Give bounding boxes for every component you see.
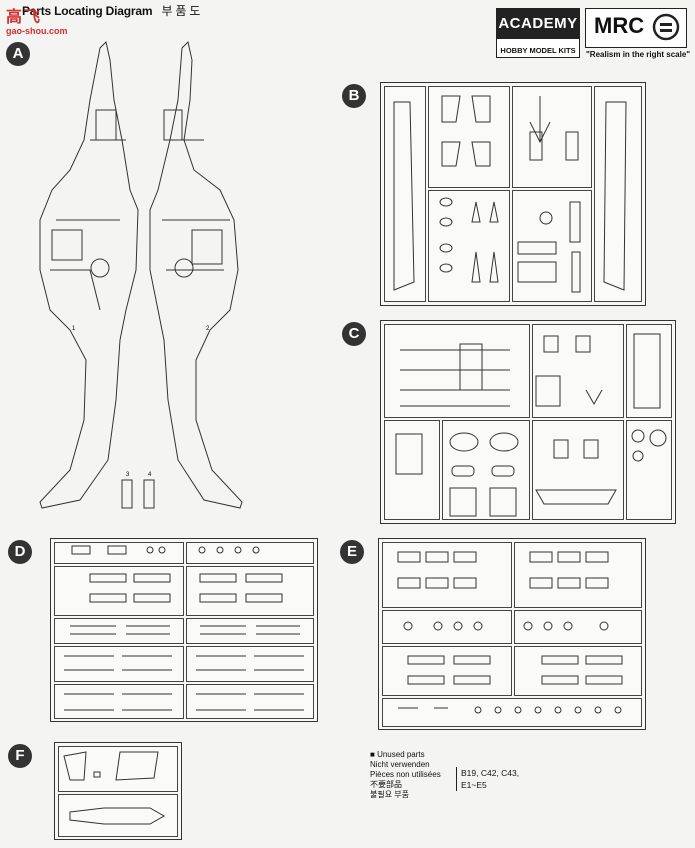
page-title: Parts Locating Diagram 부 품 도 — [22, 2, 200, 19]
sprue-d-cell-6 — [186, 618, 314, 644]
sprue-b-cell-4 — [512, 190, 592, 302]
unused-parts-list: B19, C42, C43, E1~E5 — [456, 767, 519, 791]
part-label-4: 4 — [148, 472, 152, 478]
watermark-url: gao-shou.com — [6, 26, 68, 36]
sprue-b-cell-blade-left — [384, 86, 426, 302]
sprue-e-cell-4 — [514, 610, 642, 644]
sprue-b-parts — [393, 95, 627, 293]
unused-parts-list-line2: E1~E5 — [461, 780, 487, 790]
sprue-f-parts — [63, 751, 166, 825]
sprue-d-cell-10 — [186, 684, 314, 719]
section-e-marker: E — [340, 540, 364, 564]
unused-parts-en: ■ Unused parts — [370, 750, 425, 759]
unused-parts-fr: Pièces non utilisées — [370, 770, 441, 779]
section-a-marker: A — [6, 42, 30, 66]
sprue-b-cell-blade-right — [594, 86, 642, 302]
part-label-2: 2 — [206, 326, 210, 332]
sprue-e-cell-6 — [514, 646, 642, 696]
sprue-e-cell-5 — [382, 646, 512, 696]
sprue-e-cell-1 — [382, 542, 512, 608]
academy-logo-subtext: HOBBY MODEL KITS — [500, 46, 576, 55]
title-korean: 부 품 도 — [161, 4, 201, 18]
unused-parts-ko: 불필요 부품 — [370, 790, 410, 799]
sprue-c-cell-2 — [532, 324, 624, 418]
sprue-b-cell-3 — [428, 190, 510, 302]
part-label-3: 3 — [126, 472, 130, 478]
academy-logo: ACADEMY HOBBY MODEL KITS — [496, 8, 580, 58]
sprue-d-cell-7 — [54, 646, 184, 682]
section-b-marker: B — [342, 84, 366, 108]
unused-parts-cn: 不要部品 — [370, 780, 402, 789]
sprue-d-parts — [64, 545, 304, 711]
sprue-e-parts — [397, 551, 623, 714]
section-a-fuselage-halves: 1 2 3 4 — [39, 41, 243, 509]
mrc-logo-text: MRC — [594, 13, 645, 38]
sprue-c-cell-7 — [626, 420, 672, 520]
sprue-c-parts — [395, 333, 667, 517]
unused-parts-note: ■ Unused parts Nicht verwenden Pièces no… — [370, 750, 441, 800]
watermark: 高飞 gao-shou.com — [6, 9, 68, 37]
sprue-e-cell-2 — [514, 542, 642, 608]
title-english: Parts Locating Diagram — [22, 4, 153, 18]
sprue-c-cell-4 — [384, 420, 440, 520]
sprue-d-cell-8 — [186, 646, 314, 682]
section-d-marker: D — [8, 540, 32, 564]
academy-logo-text: ACADEMY — [497, 9, 579, 39]
sprue-d-cell-5 — [54, 618, 184, 644]
sprue-d-cell-9 — [54, 684, 184, 719]
slogan: "Realism in the right scale" — [586, 50, 691, 59]
unused-parts-en-text: Unused parts — [377, 750, 425, 759]
sprue-f-cell-2 — [58, 794, 178, 837]
watermark-chinese: 高飞 — [6, 9, 43, 26]
unused-parts-de: Nicht verwenden — [370, 760, 430, 769]
sprue-e — [378, 538, 646, 730]
unused-parts-list-line1: B19, C42, C43, — [461, 768, 520, 778]
mrc-logo: MRC — [585, 8, 687, 48]
part-label-1: 1 — [72, 326, 76, 332]
sprue-d — [50, 538, 318, 722]
sprue-c-cell-1 — [384, 324, 530, 418]
section-f-marker: F — [8, 744, 32, 768]
section-c-marker: C — [342, 322, 366, 346]
sprue-b-cell-2 — [512, 86, 592, 188]
mrc-emblem-icon — [652, 13, 680, 41]
